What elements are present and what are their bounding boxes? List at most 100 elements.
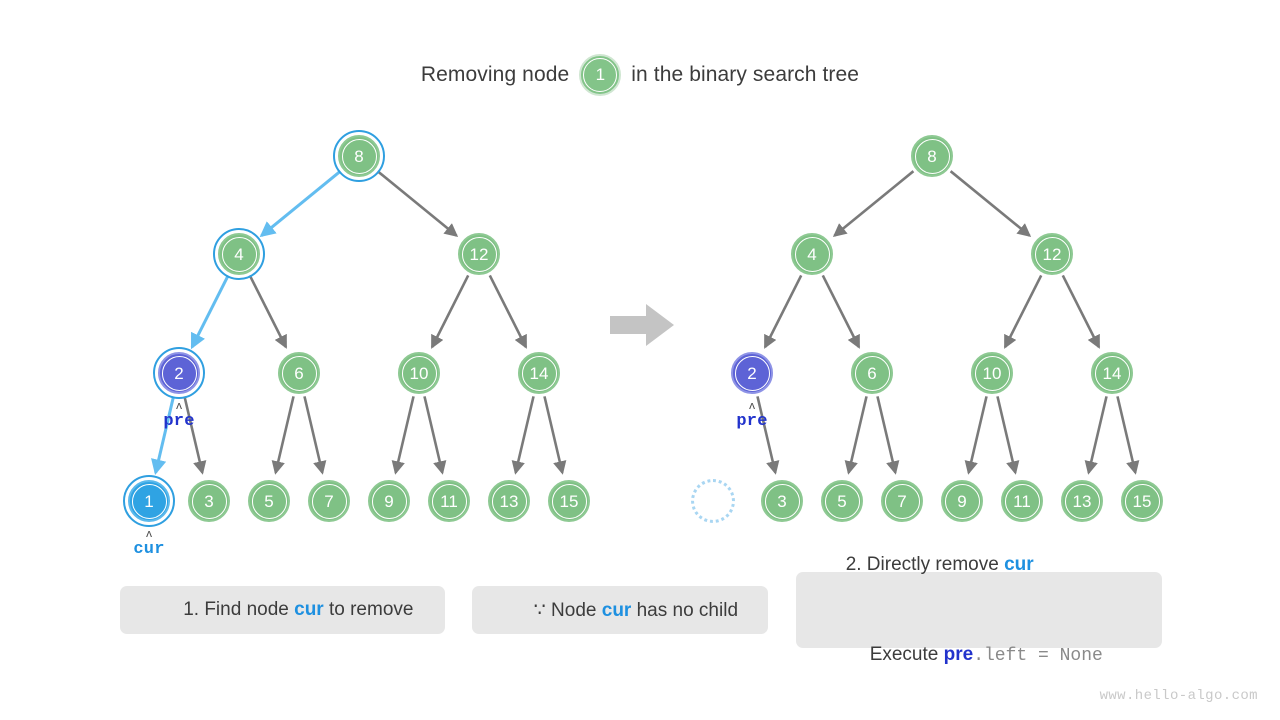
tree-edge (376, 170, 459, 237)
tree-edge (876, 396, 900, 475)
node-value: 2 (174, 363, 184, 383)
caption-2-prefix: ∵ Node (533, 599, 602, 621)
tree-node-14[interactable]: 14 (1091, 352, 1133, 394)
pointer-label-text: pre (736, 412, 768, 431)
node-value: 7 (324, 491, 334, 511)
node-inner-ring (854, 355, 890, 391)
removed-node-placeholder[interactable] (691, 479, 735, 523)
caption-1-prefix: 1. Find node (183, 599, 295, 620)
node-inner-ring (824, 483, 860, 519)
watermark: www.hello-algo.com (1099, 688, 1258, 704)
node-inner-ring (431, 483, 467, 519)
node-value: 1 (144, 491, 154, 511)
caption-3-keyword-pre: pre (943, 643, 974, 665)
tree-node-11[interactable]: 11 (428, 480, 470, 522)
node-inner-ring (1064, 483, 1100, 519)
tree-edge (832, 170, 915, 237)
tree-node-1[interactable]: 1 (123, 475, 175, 527)
node-value: 6 (294, 363, 304, 383)
tree-node-12[interactable]: 12 (458, 233, 500, 275)
tree-edge (1084, 396, 1108, 475)
caption-1-keyword-cur: cur (294, 599, 324, 620)
node-value: 12 (469, 244, 489, 264)
tree-node-6[interactable]: 6 (851, 352, 893, 394)
tree-node-13[interactable]: 13 (1061, 480, 1103, 522)
tree-node-7[interactable]: 7 (308, 480, 350, 522)
node-value: 4 (807, 244, 817, 264)
caption-3-line1-prefix: 2. Directly remove (845, 553, 1005, 575)
node-inner-ring (764, 483, 800, 519)
tree-node-9[interactable]: 9 (368, 480, 410, 522)
node-value: 10 (982, 363, 1002, 383)
tree-node-15[interactable]: 15 (1121, 480, 1163, 522)
tree-node-8[interactable]: 8 (911, 135, 953, 177)
node-value: 7 (897, 491, 907, 511)
node-value: 9 (957, 491, 967, 511)
pointer-caret-icon: ʌ (748, 401, 756, 413)
title-node-value: 1 (595, 65, 606, 84)
node-inner-ring (251, 483, 287, 519)
tree-node-10[interactable]: 10 (971, 352, 1013, 394)
tree-node-14[interactable]: 14 (518, 352, 560, 394)
node-inner-ring (551, 483, 587, 519)
node-inner-ring (311, 483, 347, 519)
tree-node-4[interactable]: 4 (213, 228, 265, 280)
tree-edge (949, 170, 1032, 237)
tree-edge (964, 396, 988, 475)
tree-node-9[interactable]: 9 (941, 480, 983, 522)
title-node-1: 1 (579, 54, 622, 96)
node-value: 3 (204, 491, 214, 511)
node-inner-ring (884, 483, 920, 519)
tree-edge (763, 274, 803, 349)
tree-node-12[interactable]: 12 (1031, 233, 1073, 275)
pointer-caret-icon: ʌ (175, 401, 183, 413)
tree-node-11[interactable]: 11 (1001, 480, 1043, 522)
tree-node-6[interactable]: 6 (278, 352, 320, 394)
node-value: 2 (747, 363, 757, 383)
node-value: 4 (234, 244, 244, 264)
pointer-label-text: pre (163, 412, 195, 431)
tree-edge (543, 396, 567, 475)
tree-edge (511, 396, 535, 475)
tree-edge (248, 274, 288, 349)
tree-node-3[interactable]: 3 (761, 480, 803, 522)
node-inner-ring (944, 483, 980, 519)
tree-edge (1003, 274, 1043, 349)
caption-3-code: .left = None (973, 645, 1103, 666)
title-text-after: in the binary search tree (631, 63, 860, 86)
tree-node-15[interactable]: 15 (548, 480, 590, 522)
tree-edge (488, 274, 528, 349)
node-inner-ring (191, 483, 227, 519)
tree-node-8[interactable]: 8 (333, 130, 385, 182)
tree-node-5[interactable]: 5 (248, 480, 290, 522)
node-inner-ring (1124, 483, 1160, 519)
node-inner-ring (794, 236, 830, 272)
node-inner-ring (401, 355, 437, 391)
tree-node-3[interactable]: 3 (188, 480, 230, 522)
tree-node-2[interactable]: 2 (153, 347, 205, 399)
node-inner-ring (461, 236, 497, 272)
node-value: 10 (409, 363, 429, 383)
pointer-label-text: cur (133, 540, 165, 559)
caption-3-line2-prefix: Execute (869, 643, 944, 665)
node-value: 13 (499, 491, 519, 511)
tree-node-4[interactable]: 4 (791, 233, 833, 275)
tree-node-5[interactable]: 5 (821, 480, 863, 522)
node-inner-ring (734, 355, 770, 391)
tree-edge (821, 274, 861, 349)
tree-node-7[interactable]: 7 (881, 480, 923, 522)
caption-3-line-2: Execute pre.left = None (814, 610, 1103, 701)
node-inner-ring (974, 355, 1010, 391)
tree-edge (303, 396, 327, 475)
node-value: 11 (440, 491, 458, 511)
node-value: 15 (559, 491, 579, 511)
tree-edge (271, 396, 295, 475)
tree-node-13[interactable]: 13 (488, 480, 530, 522)
tree-node-10[interactable]: 10 (398, 352, 440, 394)
node-value: 3 (777, 491, 787, 511)
tree-node-2[interactable]: 2 (731, 352, 773, 394)
tree-edge (1116, 396, 1140, 475)
